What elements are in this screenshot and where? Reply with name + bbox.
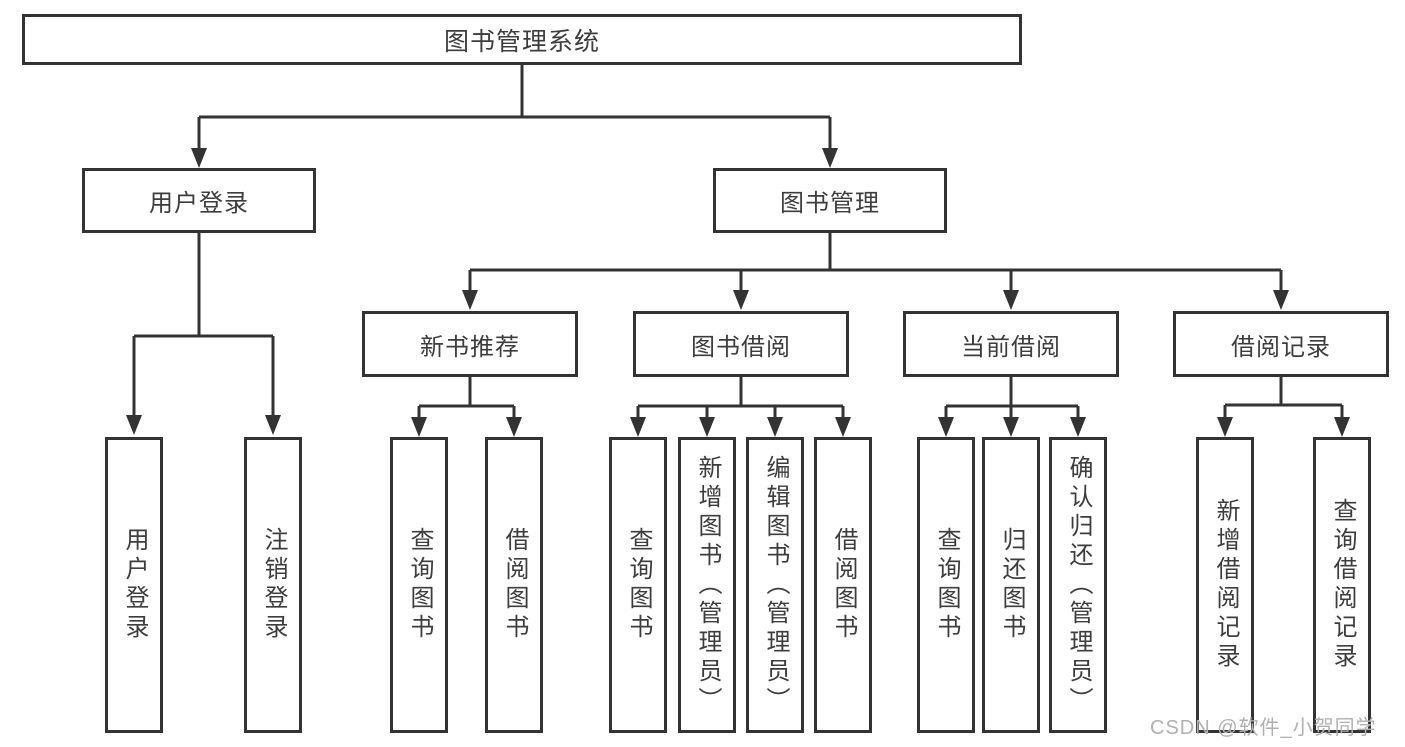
connector-line bbox=[944, 377, 1080, 417]
connector-line bbox=[636, 377, 845, 417]
node-root-label: 图书管理系统 bbox=[443, 27, 600, 56]
node-user-login: 用户登录 bbox=[82, 168, 316, 233]
leaf-cb-return-books-label: 归还图书 bbox=[998, 527, 1025, 643]
leaf-cb-confirm-return-admin: 确认归还（管理员） bbox=[1049, 437, 1107, 733]
node-new-book-recommend: 新书推荐 bbox=[362, 311, 578, 377]
leaf-nb-borrow-books: 借阅图书 bbox=[485, 437, 543, 733]
node-new-book-recommend-label: 新书推荐 bbox=[420, 333, 520, 361]
leaf-bb-edit-books-admin-label: 编辑图书（管理员） bbox=[762, 454, 789, 716]
connector-book-borrowing bbox=[630, 377, 851, 437]
connector-line bbox=[1223, 377, 1344, 417]
leaf-br-add-record-label: 新增借阅记录 bbox=[1212, 498, 1239, 672]
leaf-user-login-label: 用户登录 bbox=[121, 527, 148, 643]
leaf-br-add-record: 新增借阅记录 bbox=[1196, 437, 1254, 733]
leaf-nb-borrow-books-label: 借阅图书 bbox=[501, 527, 528, 643]
leaf-bb-add-books-admin: 新增图书（管理员） bbox=[678, 437, 736, 733]
leaf-logout: 注销登录 bbox=[244, 437, 302, 733]
arrowhead-down-icon bbox=[462, 290, 1289, 310]
leaf-nb-query-books: 查询图书 bbox=[390, 437, 448, 733]
connector-root bbox=[191, 65, 838, 168]
arrowhead-down-icon bbox=[126, 415, 281, 435]
arrowhead-down-icon bbox=[1217, 417, 1350, 437]
leaf-cb-confirm-return-admin-label: 确认归还（管理员） bbox=[1065, 454, 1092, 716]
node-borrowing-records-label: 借阅记录 bbox=[1231, 333, 1331, 361]
connector-current-borrowing bbox=[938, 377, 1086, 437]
node-current-borrowing: 当前借阅 bbox=[903, 311, 1119, 377]
leaf-bb-query-books: 查询图书 bbox=[609, 437, 667, 733]
leaf-nb-query-books-label: 查询图书 bbox=[406, 527, 433, 643]
connector-borrowing-records bbox=[1217, 377, 1350, 437]
node-root: 图书管理系统 bbox=[22, 14, 1022, 65]
leaf-cb-query-books-label: 查询图书 bbox=[933, 527, 960, 643]
leaf-logout-label: 注销登录 bbox=[260, 527, 287, 643]
node-borrowing-records: 借阅记录 bbox=[1173, 311, 1389, 377]
node-book-management: 图书管理 bbox=[713, 168, 947, 233]
node-book-borrowing: 图书借阅 bbox=[633, 311, 849, 377]
node-current-borrowing-label: 当前借阅 bbox=[961, 333, 1061, 361]
arrowhead-down-icon bbox=[411, 417, 522, 437]
arrowhead-down-icon bbox=[938, 417, 1086, 437]
leaf-cb-return-books: 归还图书 bbox=[982, 437, 1040, 733]
connector-line bbox=[197, 65, 832, 148]
connector-line bbox=[468, 233, 1283, 290]
leaf-bb-borrow-books-label: 借阅图书 bbox=[830, 527, 857, 643]
watermark: CSDN @软件_小贺同学 bbox=[1150, 717, 1377, 739]
leaf-bb-edit-books-admin: 编辑图书（管理员） bbox=[746, 437, 804, 733]
connector-line bbox=[417, 377, 516, 417]
leaf-br-query-record: 查询借阅记录 bbox=[1313, 437, 1371, 733]
connector-book-management bbox=[462, 233, 1289, 310]
node-book-management-label: 图书管理 bbox=[780, 190, 880, 217]
connector-new-book-recommend bbox=[411, 377, 522, 437]
arrowhead-down-icon bbox=[630, 417, 851, 437]
leaf-user-login: 用户登录 bbox=[105, 437, 163, 733]
connector-line bbox=[132, 233, 275, 415]
leaf-bb-query-books-label: 查询图书 bbox=[625, 527, 652, 643]
leaf-br-query-record-label: 查询借阅记录 bbox=[1329, 498, 1356, 672]
node-user-login-label: 用户登录 bbox=[149, 190, 249, 217]
node-book-borrowing-label: 图书借阅 bbox=[691, 333, 791, 361]
connector-user-login bbox=[126, 233, 281, 435]
leaf-cb-query-books: 查询图书 bbox=[917, 437, 975, 733]
arrowhead-down-icon bbox=[191, 148, 838, 168]
leaf-bb-borrow-books: 借阅图书 bbox=[814, 437, 872, 733]
leaf-bb-add-books-admin-label: 新增图书（管理员） bbox=[694, 454, 721, 716]
